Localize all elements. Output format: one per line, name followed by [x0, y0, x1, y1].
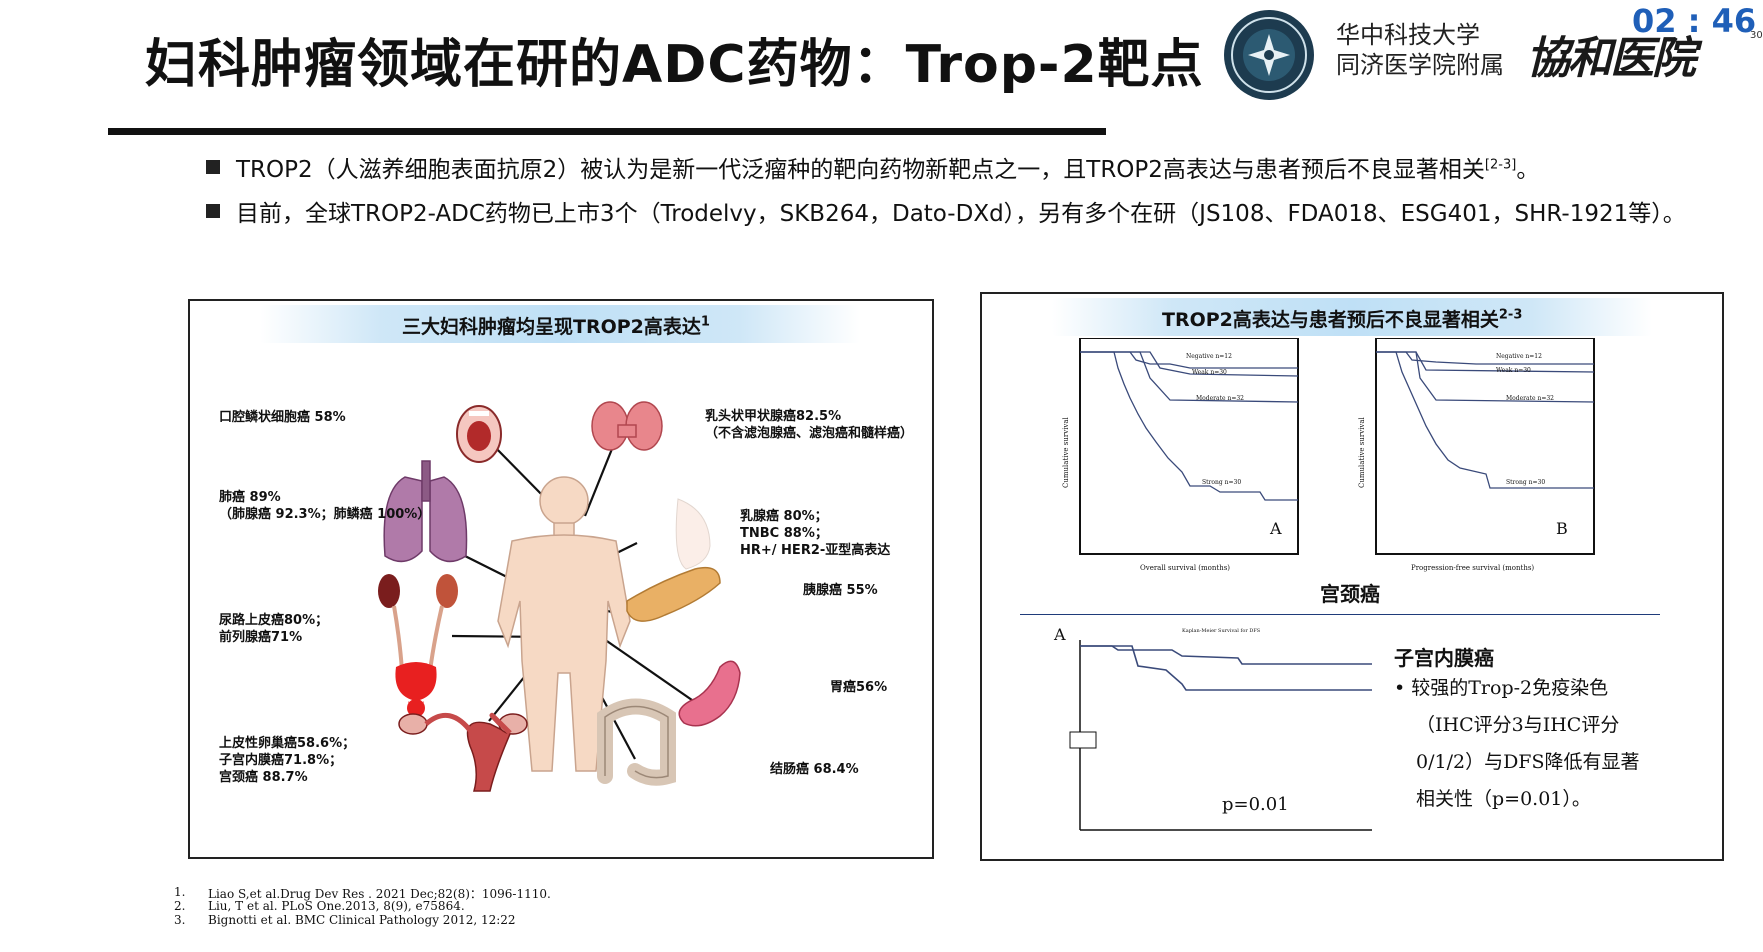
- university-line-1: 华中科技大学: [1336, 21, 1480, 49]
- label-colon-cancer: 结肠癌 68.4%: [770, 762, 859, 777]
- uterus-icon: [398, 712, 528, 792]
- km-plot-a: Negative n=12 Weak n=30 Moderate n=32 St…: [1062, 338, 1299, 572]
- label-pancreatic-cancer: 胰腺癌 55%: [803, 583, 878, 598]
- endometrial-cancer-label: 子宫内膜癌: [1394, 646, 1494, 670]
- label-breast-cancer: 乳腺癌 80%； TNBC 88%； HR+/ HER2-亚型高表达: [740, 509, 891, 558]
- timer-superscript: 30: [1750, 30, 1763, 41]
- right-panel-title: TROP2高表达与患者预后不良显著相关2-3: [1162, 307, 1523, 331]
- km-c-panel-label: A: [1053, 625, 1066, 644]
- label-gastric-cancer: 胃癌56%: [830, 680, 888, 695]
- mouth-icon: [456, 405, 502, 463]
- university-line-2: 同济医学院附属: [1336, 51, 1504, 79]
- human-body-icon: [497, 476, 631, 772]
- cervical-cancer-label: 宫颈癌: [1320, 582, 1380, 606]
- km-b-series-strong: [1376, 351, 1594, 489]
- label-thyroid-cancer: 乳头状甲状腺癌82.5% （不含滤泡腺癌、滤泡癌和髓样癌）: [705, 409, 914, 441]
- km-plot-b: Negative n=12 Weak n=30 Moderate n=32 St…: [1358, 338, 1595, 572]
- bullet-square-icon: [206, 204, 220, 218]
- km-a-series-moderate: [1080, 351, 1299, 403]
- pancreas-icon: [626, 566, 721, 622]
- left-panel-title: 三大妇科肿瘤均呈现TROP2高表达1: [402, 314, 710, 338]
- km-b-legend-negative: Negative n=12: [1496, 353, 1542, 360]
- km-a-legend-negative: Negative n=12: [1186, 353, 1232, 360]
- km-b-legend-moderate: Moderate n=32: [1506, 395, 1554, 402]
- km-a-legend-moderate: Moderate n=32: [1196, 395, 1244, 402]
- hospital-calligraphy-name: 協和医院: [1526, 33, 1696, 84]
- km-b-y-label: Cumulative survival: [1358, 416, 1366, 488]
- timer-display: 02 : 46: [1632, 2, 1757, 40]
- km-a-legend-weak: Weak n=30: [1192, 369, 1227, 376]
- km-c-p-value: p=0.01: [1222, 794, 1289, 815]
- section-divider: [1020, 614, 1660, 615]
- km-a-panel-label: A: [1269, 519, 1282, 538]
- km-c-series-low: [1080, 645, 1372, 665]
- bullet-text-1: TROP2（人滋养细胞表面抗原2）被认为是新一代泛瘤种的靶向药物新靶点之一，且T…: [236, 157, 1485, 183]
- bullet-item-1: TROP2（人滋养细胞表面抗原2）被认为是新一代泛瘤种的靶向药物新靶点之一，且T…: [206, 150, 1539, 184]
- bullet-tail-1: 。: [1516, 157, 1540, 183]
- label-urinary-cancer: 尿路上皮癌80%； 前列腺癌71%: [219, 613, 329, 645]
- km-c-series-high: [1080, 645, 1372, 691]
- km-plot-endometrial: A Kaplan-Meier Survival for DFS p=0.01: [1053, 625, 1372, 831]
- right-panel-title-band: [1052, 298, 1652, 336]
- km-a-x-label: Overall survival (months): [1140, 564, 1230, 572]
- left-panel-title-band: [260, 305, 860, 343]
- breast-icon: [675, 498, 711, 570]
- km-a-series-strong: [1080, 351, 1298, 501]
- bullet-item-2: 目前，全球TROP2-ADC药物已上市3个（Trodelvy，SKB264，Da…: [206, 194, 1686, 228]
- left-panel-trop2-expression: 三大妇科肿瘤均呈现TROP2高表达1: [188, 299, 934, 859]
- label-lung-cancer: 肺癌 89% （肺腺癌 92.3%；肺鳞癌 100%）: [219, 490, 431, 522]
- km-c-title: Kaplan-Meier Survival for DFS: [1182, 628, 1261, 634]
- stomach-icon: [678, 660, 741, 727]
- km-a-legend-strong: Strong n=30: [1202, 479, 1241, 486]
- right-panel-trop2-prognosis: TROP2高表达与患者预后不良显著相关2-3 Negative n=12 Wea…: [980, 292, 1724, 861]
- label-oral-cancer: 口腔鳞状细胞癌 58%: [219, 410, 346, 425]
- bullet-text-2: 目前，全球TROP2-ADC药物已上市3个（Trodelvy，SKB264，Da…: [236, 201, 1686, 227]
- bullet-square-icon: [206, 160, 220, 174]
- colon-icon: [597, 698, 676, 786]
- km-b-series-moderate: [1376, 351, 1595, 403]
- hospital-emblem-icon: [1224, 10, 1314, 100]
- km-a-y-label: Cumulative survival: [1062, 416, 1070, 488]
- lungs-icon: [383, 460, 468, 563]
- km-b-legend-weak: Weak n=30: [1496, 367, 1531, 374]
- urinary-tract-icon: [378, 574, 458, 717]
- anatomy-illustration: [378, 401, 741, 792]
- title-underline: [108, 128, 1106, 135]
- label-gynecologic-cancers: 上皮性卵巢癌58.6%； 子宫内膜癌71.8%； 宫颈癌 88.7%: [219, 736, 356, 785]
- endometrial-description: • 较强的Trop-2免疫染色 （IHC评分3与IHC评分 0/1/2）与DFS…: [1394, 677, 1640, 810]
- km-b-x-label: Progression-free survival (months): [1411, 564, 1534, 572]
- page-title: 妇科肿瘤领域在研的ADC药物：Trop-2靶点: [145, 35, 1204, 95]
- thyroid-icon: [591, 401, 663, 451]
- km-b-panel-label: B: [1556, 519, 1568, 538]
- university-name: 华中科技大学 同济医学院附属: [1336, 20, 1504, 80]
- km-b-legend-strong: Strong n=30: [1506, 479, 1545, 486]
- bullet-citation-1: [2-3]: [1484, 157, 1517, 173]
